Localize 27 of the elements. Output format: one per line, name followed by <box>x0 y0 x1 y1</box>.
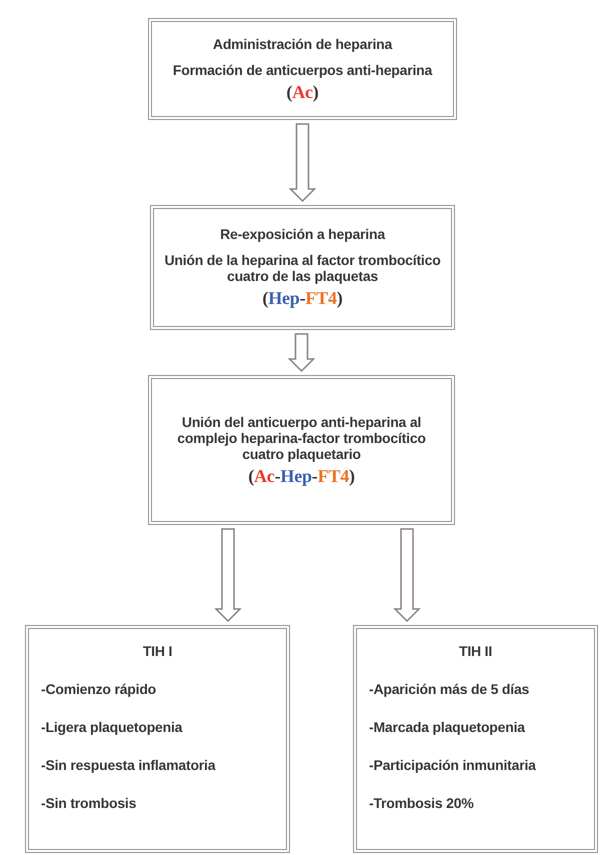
hollow-arrow <box>288 123 316 202</box>
list-item: -Trombosis 20% <box>369 795 475 811</box>
abbreviation-label: (Ac-Hep-FT4) <box>247 466 356 486</box>
list-item: -Participación inmunitaria <box>369 757 537 773</box>
process-box <box>148 18 457 120</box>
list-item: -Sin respuesta inflamatoria <box>41 757 217 773</box>
box-text: Re-exposición a heparina <box>219 226 386 242</box>
abbreviation-label: (Hep-FT4) <box>261 288 344 309</box>
hollow-arrow <box>214 528 242 622</box>
list-item: -Marcada plaquetopenia <box>369 719 526 735</box>
list-item: -Aparición más de 5 días <box>369 681 530 697</box>
box-text: Unión de la heparina al factor trombocítico cuatro de las plaquetas <box>163 252 442 284</box>
process-box <box>25 625 290 853</box>
box-heading: TIH II <box>458 643 494 659</box>
abbreviation-label: (Ac) <box>285 82 320 102</box>
box-text: Formación de anticuerpos anti-heparina <box>172 62 434 78</box>
hollow-arrow <box>393 528 421 622</box>
process-box <box>150 205 455 330</box>
list-item: -Ligera plaquetopenia <box>41 719 184 735</box>
box-text: Unión del anticuerpo anti-heparina al complejo heparina-factor trombocítico cuatro plaquetario <box>176 414 427 462</box>
list-item: -Sin trombosis <box>41 795 138 811</box>
process-box <box>353 625 598 853</box>
box-heading: TIH I <box>142 643 174 659</box>
box-text: Administración de heparina <box>212 36 394 52</box>
hollow-arrow <box>288 333 316 372</box>
process-box <box>148 375 455 525</box>
list-item: -Comienzo rápido <box>41 681 158 697</box>
